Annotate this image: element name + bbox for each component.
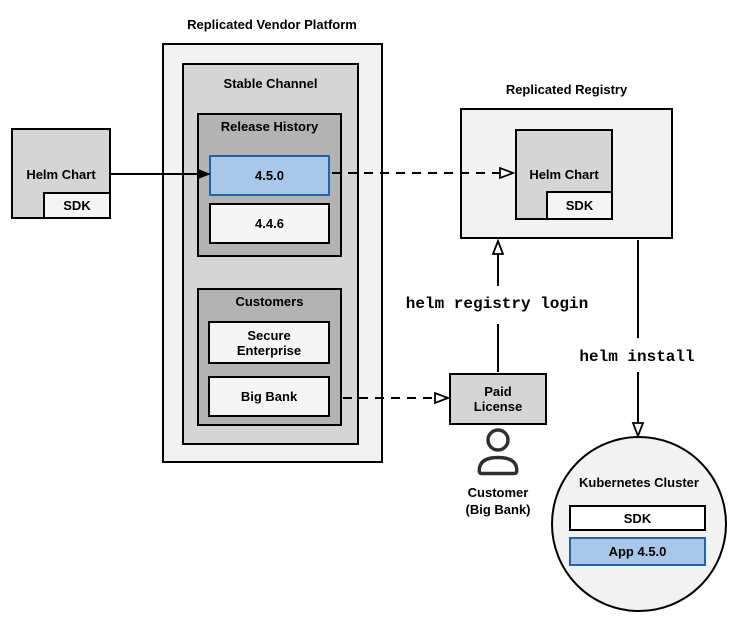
release-4-5-0: 4.5.0 (209, 155, 330, 196)
cluster-app-box: App 4.5.0 (569, 537, 706, 566)
helm-registry-login-label: helm registry login (405, 295, 589, 313)
sdk-label: SDK (623, 510, 652, 526)
registry-helm-chart-label: Helm Chart (529, 167, 599, 182)
cluster-sdk-box: SDK (569, 505, 706, 531)
customer-caption-line2: (Big Bank) (465, 502, 531, 517)
paid-license-box: Paid License (449, 373, 547, 425)
release-history-label: Release History (220, 119, 319, 134)
paid-license-label: Paid License (473, 384, 523, 414)
sdk-label: SDK (63, 198, 91, 213)
release-version-label: 4.5.0 (255, 168, 284, 183)
vendor-helm-chart-label: Helm Chart (26, 167, 96, 182)
customer-big-bank: Big Bank (208, 376, 330, 417)
vendor-sdk-box: SDK (43, 192, 111, 219)
customers-label: Customers (235, 294, 304, 309)
arrow-registry-to-cluster (631, 240, 645, 439)
customer-secure-enterprise: Secure Enterprise (208, 321, 330, 364)
person-icon (477, 428, 519, 476)
stable-channel-label: Stable Channel (223, 76, 318, 91)
helm-install-label: helm install (579, 348, 695, 366)
release-4-4-6: 4.4.6 (209, 203, 330, 244)
customer-caption-line1: Customer (467, 485, 529, 500)
customer-name-label: Secure Enterprise (236, 327, 302, 358)
registry-title: Replicated Registry (505, 82, 628, 97)
customer-name-label: Big Bank (240, 389, 298, 404)
customer-caption: Customer (Big Bank) (443, 484, 553, 518)
sdk-label: SDK (565, 198, 594, 213)
vendor-platform-title: Replicated Vendor Platform (187, 17, 357, 32)
release-version-label: 4.4.6 (255, 216, 284, 231)
kubernetes-cluster-label: Kubernetes Cluster (579, 475, 699, 490)
registry-sdk-box: SDK (546, 191, 613, 220)
cluster-app-label: App 4.5.0 (608, 544, 667, 559)
